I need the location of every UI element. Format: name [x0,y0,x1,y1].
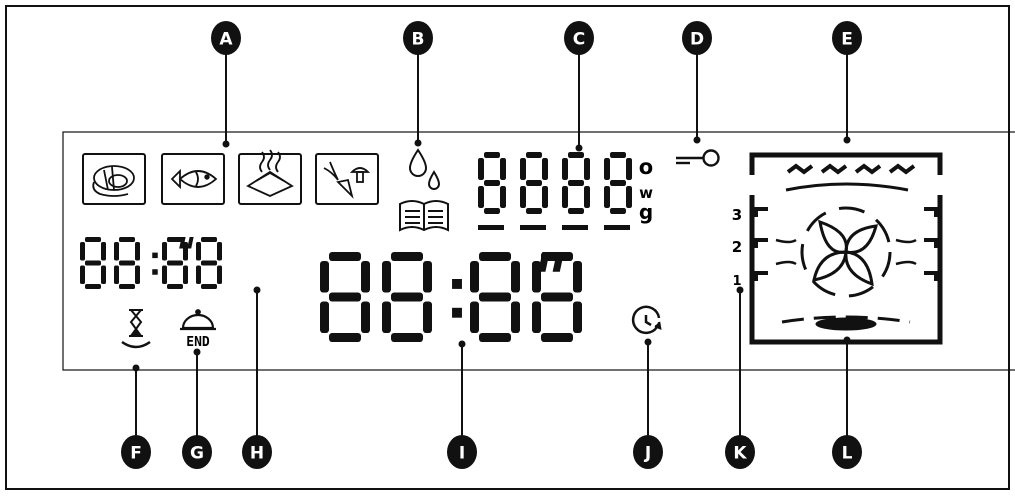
leader-lines [135,52,848,440]
lcd-digit [80,237,106,289]
lcd-digit [162,237,188,289]
callout-c: C [564,21,594,55]
callout-g: G [182,435,212,469]
callout-letter: C [573,30,585,50]
cloche-icon [180,309,216,331]
callout-f: F [121,435,151,469]
leader-dot-d [693,136,701,144]
unit-w: w [639,184,653,202]
recipe-book-water-drops-icon [399,148,449,232]
callout-letter: K [733,444,747,464]
program-icons [82,149,379,205]
fish-icon [170,168,218,190]
lcd-digit [520,152,548,214]
lcd-digit [562,152,590,214]
leader-dot-f [132,364,140,372]
callout-letter: A [219,30,233,50]
lcd-digit [604,152,632,214]
leader-dot-a [222,140,230,148]
lcd-digit [382,252,432,342]
callout-letter: E [841,30,853,50]
baking-icon [246,149,294,197]
lcd-digit [114,237,140,289]
callout-a: A [211,21,241,55]
fan-icon [775,206,917,298]
callout-i: I [447,435,477,469]
water-drop-small-icon [427,170,441,190]
water-drop-large-icon [408,148,428,177]
program-button-fish [161,153,225,205]
weight-digit-display [478,152,632,214]
callout-letter: B [412,30,425,50]
lcd-digit [470,252,520,342]
callout-b: B [403,21,433,55]
leader-dot-j [644,338,652,346]
lcd-digit [478,152,506,214]
leader-dot-e [843,136,851,144]
callout-k: K [725,435,755,469]
leader-dot-b [414,139,422,147]
display-panel [62,131,1015,371]
leader-dot-i [458,340,466,348]
callout-l: L [832,435,862,469]
callout-letter: J [644,444,651,464]
key-lock-icon [676,149,720,167]
vegetable-icon [323,161,371,199]
bottom-heater-icon [815,317,877,331]
level-1-label: 1 [732,274,741,289]
end-label: END [186,335,210,350]
callout-letter: F [130,444,142,464]
leader-dots [132,136,851,372]
lcd-digit [532,252,582,342]
main-timer-display [320,252,582,342]
leader-dot-c [575,144,583,152]
hourglass-icon [121,309,151,349]
open-book-icon [399,200,449,232]
level-2-label: 2 [732,238,742,256]
callout-letter: L [842,444,853,464]
program-button-baking [238,153,302,205]
small-timer-display [80,237,222,289]
shelf-markers [754,207,938,281]
oven-cavity-fan-icon [749,152,943,345]
callout-badges: A B C D E F G H I J K L [121,21,862,469]
weight-underscores [478,225,630,230]
unit-o: o [639,155,653,179]
level-3-label: 3 [732,206,742,224]
leader-dot-h [253,286,261,294]
callout-e: E [832,21,862,55]
callout-letter: D [690,30,704,50]
program-button-meat [82,153,146,205]
callout-letter: H [250,444,264,464]
leader-dot-g [193,348,201,356]
callout-j: J [633,435,663,469]
meat-icon [92,165,135,197]
top-heater-icon [786,163,916,175]
callout-letter: I [459,444,465,464]
lcd-digit [320,252,370,342]
program-button-vegetable [315,153,379,205]
callout-letter: G [190,444,204,464]
callout-d: D [682,21,712,55]
callout-h: H [242,435,272,469]
lcd-digit [196,237,222,289]
leader-dot-k [736,286,744,294]
clock-icon [631,305,662,335]
outer-frame [5,5,1010,490]
unit-g: g [639,200,653,224]
